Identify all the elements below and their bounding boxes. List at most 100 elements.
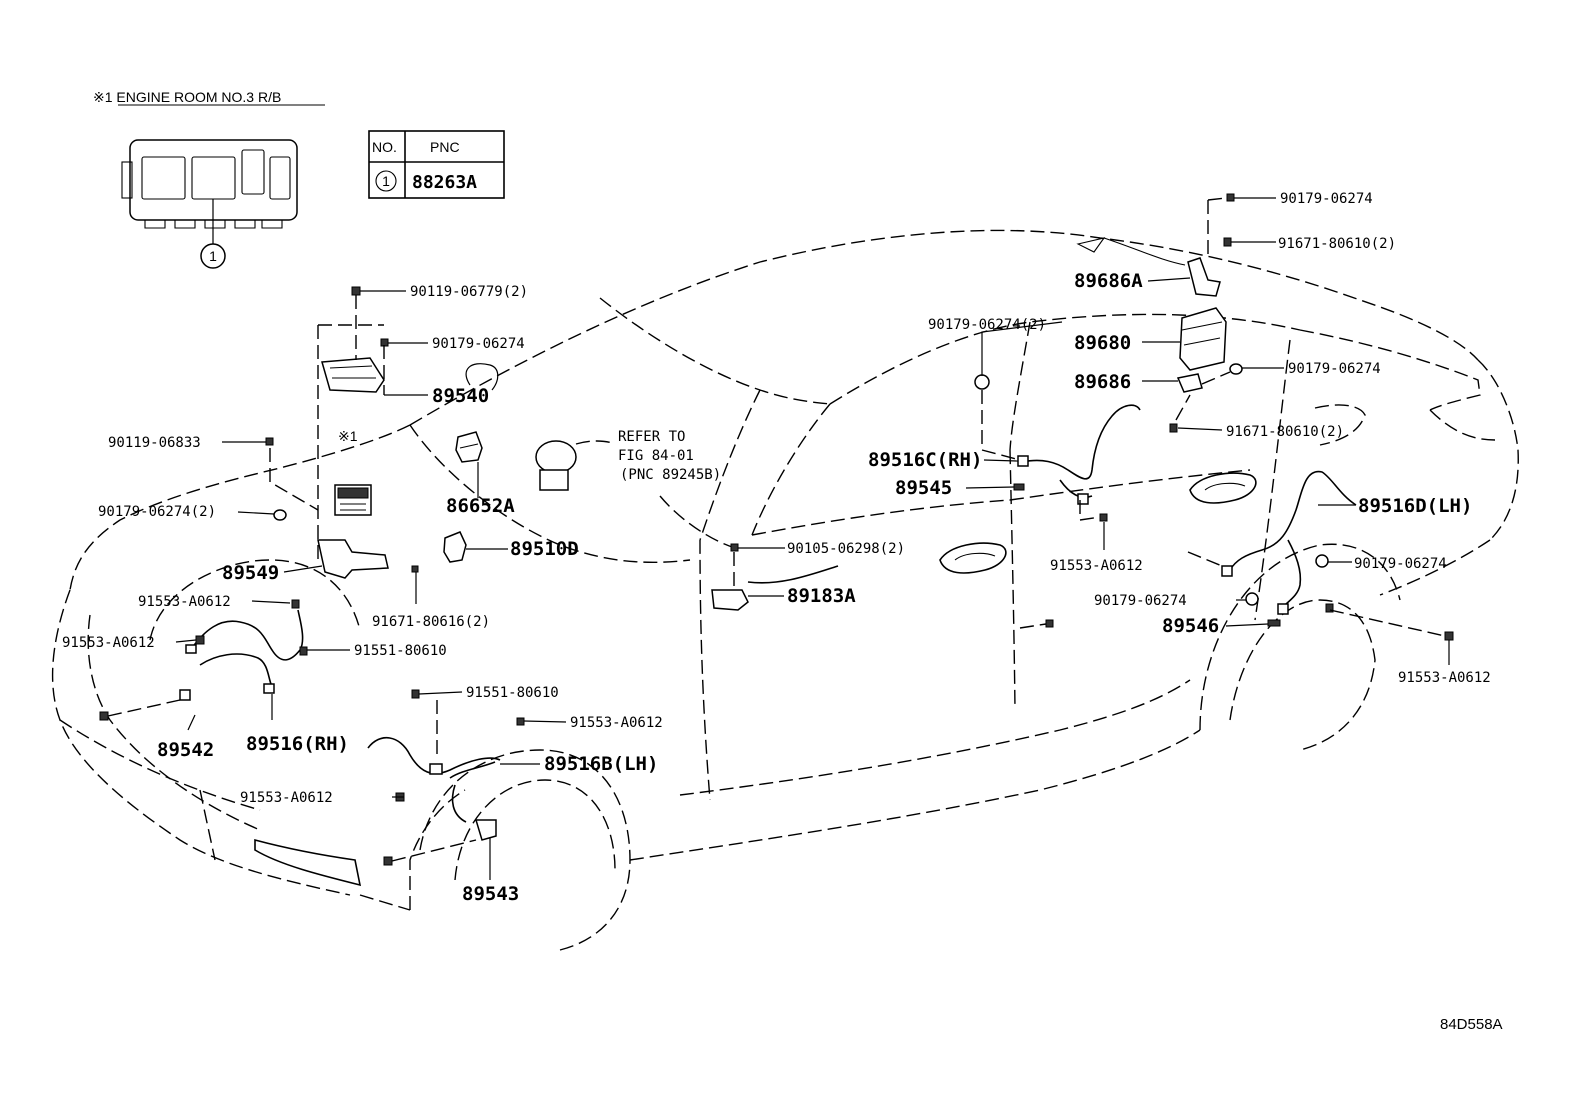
dash-rear-lh [1187, 551, 1446, 637]
part-89549-bracket [317, 539, 389, 579]
part-89510D [443, 531, 467, 563]
dash-rt-stack [1175, 371, 1231, 421]
label-90105-06298: 90105-06298(2) [787, 541, 905, 557]
harness-89516B-lh [367, 737, 501, 841]
label-91671-80610-b: 91671-80610(2) [1226, 424, 1344, 440]
star1-marker: ※1 [338, 428, 358, 444]
refer-line-3: (PNC 89245B) [620, 467, 721, 483]
relay-module [334, 484, 372, 516]
label-89183A: 89183A [787, 585, 856, 607]
part-89680-module [1179, 307, 1227, 371]
nut-90179-06274-left [273, 509, 287, 521]
nut-90179-06274-rt1 [1226, 193, 1235, 202]
bolt-91551-80610-b [411, 689, 420, 699]
bolt-90105-06298 [730, 543, 739, 552]
relay-callout-number: 1 [209, 248, 217, 264]
figure-id: 84D558A [1440, 1016, 1503, 1033]
roof-antenna [1076, 237, 1186, 266]
bolt-89543 [383, 856, 393, 866]
bolt-89542-lower [99, 711, 109, 721]
relay-box-note: ※1 ENGINE ROOM NO.3 R/B [93, 89, 281, 105]
label-89516B-lh: 89516B(LH) [544, 753, 658, 775]
dash-89542 [107, 699, 181, 717]
label-89516C-rh: 89516C(RH) [868, 449, 982, 471]
grommet-90179-06274-mid [974, 374, 990, 390]
label-91671-80610-a: 91671-80610(2) [1278, 236, 1396, 252]
relay-callout-circle [200, 243, 226, 269]
dash-90119 [269, 448, 319, 511]
dash-rear-door [1019, 623, 1047, 629]
bolt-91671-80610-b [1169, 423, 1178, 433]
rear-door-handle [1189, 472, 1257, 504]
part-89245B-sensor [535, 440, 577, 491]
label-90179-06274-rt4: 90179-06274 [1094, 593, 1187, 609]
bolt-91671-80610-a [1223, 237, 1232, 247]
part-89183A [711, 565, 839, 611]
bolt-91553-a0612-e [1099, 513, 1108, 522]
label-89546: 89546 [1162, 615, 1219, 637]
bolt-90119-06833 [265, 437, 274, 446]
front-door-handle [939, 542, 1007, 574]
label-89545: 89545 [895, 477, 952, 499]
bolt-91553-a0612-b [195, 635, 205, 645]
label-89540: 89540 [432, 385, 489, 407]
label-90119-06779: 90119-06779(2) [410, 284, 528, 300]
label-90119-06833: 90119-06833 [108, 435, 201, 451]
nut-90179-06274-rt3 [1315, 554, 1329, 568]
table-row-circle [375, 170, 397, 192]
dash-group-89540 [317, 295, 385, 560]
bolt-91551-80610-a [299, 646, 308, 656]
part-89545 [1013, 483, 1025, 491]
label-91551-80610-b: 91551-80610 [466, 685, 559, 701]
label-90179-06274-hood: 90179-06274 [432, 336, 525, 352]
label-89542: 89542 [157, 739, 214, 761]
pnc-table [368, 130, 505, 199]
label-91671-80616: 91671-80616(2) [372, 614, 490, 630]
dash-91553-e [1079, 500, 1101, 521]
nut-90179-06274-rt4 [1245, 592, 1259, 606]
dash-refer-sensor [575, 440, 616, 445]
relay-box-icon [121, 139, 298, 244]
label-91551-80610-a: 91551-80610 [354, 643, 447, 659]
harness-89516-rh [179, 609, 304, 701]
part-89546 [1267, 619, 1281, 627]
table-header-pnc: PNC [430, 139, 460, 155]
dash-90179-mid [981, 390, 1021, 461]
label-89516D-lh: 89516D(LH) [1358, 495, 1472, 517]
dash-rt1 [1207, 197, 1227, 258]
nut-90179-06274-top [380, 338, 389, 347]
dash-89543 [391, 839, 477, 862]
label-90179-06274-rt3: 90179-06274 [1354, 556, 1447, 572]
label-89543: 89543 [462, 883, 519, 905]
refer-line-2: FIG 84-01 [618, 448, 694, 464]
bolt-rear-door-lower [1045, 619, 1054, 628]
label-91553-a0612-a: 91553-A0612 [138, 594, 231, 610]
label-90179-06274-rt1: 90179-06274 [1280, 191, 1373, 207]
part-86652A [455, 431, 483, 463]
label-89516-rh: 89516(RH) [246, 733, 349, 755]
nut-90179-06274-rt2 [1229, 363, 1243, 375]
label-89510D: 89510D [510, 538, 579, 560]
bolt-91671-80616 [411, 565, 419, 573]
label-89686: 89686 [1074, 371, 1131, 393]
label-89549: 89549 [222, 562, 279, 584]
label-90179-06274-2-left: 90179-06274(2) [98, 504, 216, 520]
label-91553-a0612-c: 91553-A0612 [570, 715, 663, 731]
part-89540-computer [321, 357, 385, 393]
label-90179-06274-rt2: 90179-06274 [1288, 361, 1381, 377]
bolt-91553-a0612-a [291, 599, 300, 609]
refer-line-1: REFER TO [618, 429, 685, 445]
label-90179-06274-2-mid: 90179-06274(2) [928, 317, 1046, 333]
label-91553-a0612-b: 91553-A0612 [62, 635, 155, 651]
dash-refer-pillar [659, 495, 736, 549]
part-89686-connector [1176, 373, 1203, 393]
table-row-pnc: 88263A [412, 172, 477, 193]
car-body-outline [51, 229, 1519, 951]
bolt-91553-a0612-f [1444, 631, 1454, 641]
label-89680: 89680 [1074, 332, 1131, 354]
label-91553-a0612-e: 91553-A0612 [1050, 558, 1143, 574]
harness-89516D-lh [1221, 470, 1357, 615]
bolt-91553-a0612-c [516, 717, 525, 726]
table-row-number: 1 [382, 173, 390, 189]
